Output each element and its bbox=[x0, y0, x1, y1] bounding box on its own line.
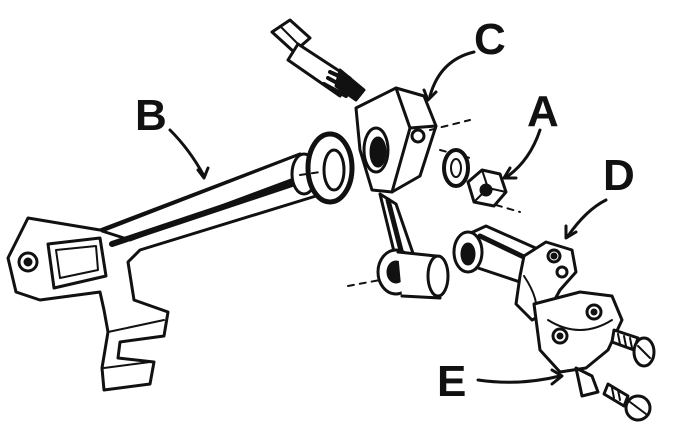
leader-b bbox=[168, 128, 206, 178]
leader-c bbox=[428, 50, 476, 98]
leader-e bbox=[476, 374, 562, 384]
cap-screw-icon bbox=[270, 18, 366, 102]
small-screw-icon bbox=[602, 328, 656, 422]
leader-a bbox=[506, 128, 542, 178]
large-washer-icon bbox=[305, 131, 355, 205]
clamp-block-icon bbox=[354, 86, 450, 300]
bearing-clamp-half-icon bbox=[532, 290, 624, 398]
leader-arrows bbox=[168, 50, 608, 386]
hex-nut-icon bbox=[466, 168, 508, 208]
lever-arm-icon bbox=[6, 152, 320, 392]
leader-d bbox=[566, 198, 608, 238]
callout-label-c: C bbox=[474, 15, 506, 64]
callout-label-e: E bbox=[437, 357, 467, 406]
callout-label-d: D bbox=[603, 151, 635, 200]
callout-label-a: A bbox=[527, 87, 559, 136]
small-washer-icon bbox=[442, 148, 470, 188]
callout-label-b: B bbox=[135, 91, 167, 140]
